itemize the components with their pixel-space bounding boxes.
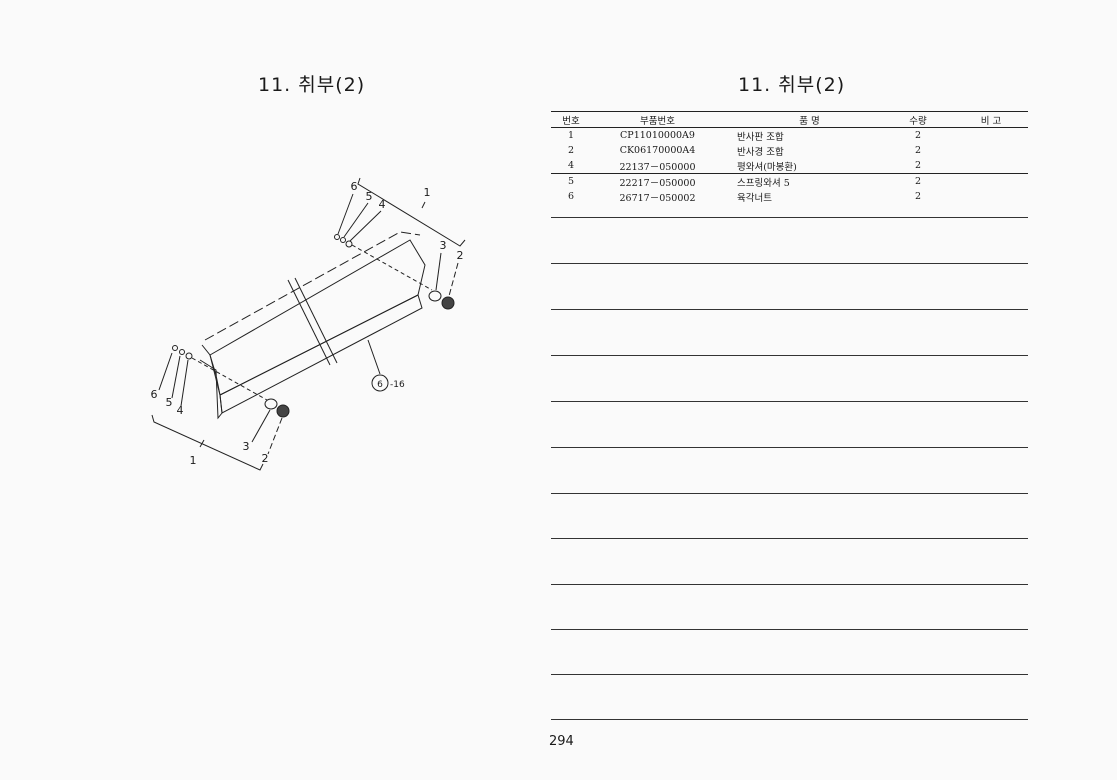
row-note bbox=[954, 173, 1028, 189]
row-no: 1 bbox=[567, 130, 575, 141]
reflector-lens-bottom bbox=[264, 398, 278, 410]
ruled-line bbox=[551, 719, 1028, 720]
table-header-row: 번호 부품번호 품 명 수량 비 고 bbox=[551, 111, 1028, 128]
left-page-title: 11. 취부(2) bbox=[258, 74, 366, 96]
spring-washer-bottom bbox=[179, 349, 185, 355]
ruled-line bbox=[551, 493, 1028, 494]
row-qty: 2 bbox=[914, 191, 922, 202]
ruled-line bbox=[551, 674, 1028, 675]
row-name: 평와셔(마봉환) bbox=[737, 161, 797, 173]
ref-circle-label: 6 bbox=[377, 380, 383, 390]
reflector-left-end bbox=[199, 344, 223, 420]
parts-list: 번호 부품번호 품 명 수량 비 고 1 CP11010000A9 반사판 조합… bbox=[551, 111, 1028, 204]
label-top-1: 1 bbox=[424, 186, 431, 199]
table-row: 1 CP11010000A9 반사판 조합 2 bbox=[551, 128, 1028, 144]
row-no: 5 bbox=[551, 173, 591, 189]
bolt-cap-bottom bbox=[276, 404, 290, 418]
row-name: 스프링와셔 5 bbox=[724, 173, 882, 189]
label-bottom-2: 2 bbox=[262, 452, 269, 465]
ruled-line bbox=[551, 629, 1028, 630]
header-note: 비 고 bbox=[954, 111, 1028, 128]
ruled-line bbox=[551, 355, 1028, 356]
label-top-3: 3 bbox=[440, 239, 447, 252]
page-number: 294 bbox=[549, 734, 574, 749]
header-qty: 수량 bbox=[882, 111, 954, 128]
row-qty: 2 bbox=[914, 145, 922, 156]
row-note bbox=[954, 189, 1028, 204]
table-row: 2 CK06170000A4 반사경 조합 2 bbox=[551, 143, 1028, 158]
flat-washer-top bbox=[345, 240, 353, 248]
label-top-2: 2 bbox=[457, 249, 464, 262]
ruled-line bbox=[551, 263, 1028, 264]
label-bottom-5: 5 bbox=[166, 396, 173, 409]
reflector-top-ridge bbox=[209, 239, 426, 396]
label-top-5: 5 bbox=[366, 190, 373, 203]
row-note bbox=[954, 158, 1028, 174]
nut-top bbox=[334, 234, 340, 240]
row-note bbox=[954, 143, 1028, 158]
parts-exploded-diagram: 6 5 4 1 3 2 6 5 4 1 3 2 6 -16 bbox=[151, 177, 466, 471]
row-note bbox=[954, 128, 1028, 144]
ref-circle bbox=[371, 374, 389, 392]
reflector-lens-top bbox=[428, 290, 442, 302]
ruled-line bbox=[551, 584, 1028, 585]
label-top-6: 6 bbox=[351, 180, 358, 193]
row-qty: 2 bbox=[914, 160, 922, 171]
parts-table: 번호 부품번호 품 명 수량 비 고 1 CP11010000A9 반사판 조합… bbox=[551, 111, 1028, 204]
break-mark-1 bbox=[287, 279, 331, 366]
table-row: 6 26717－050002 육각너트 2 bbox=[551, 189, 1028, 204]
header-part-number: 부품번호 bbox=[591, 111, 724, 128]
ref-page-label: -16 bbox=[390, 380, 405, 390]
row-part-number: 22137－050000 bbox=[619, 161, 696, 173]
reflector-front-face bbox=[219, 294, 423, 414]
label-bottom-3: 3 bbox=[243, 440, 250, 453]
row-no: 6 bbox=[567, 191, 575, 202]
label-bottom-6: 6 bbox=[151, 388, 158, 401]
ruled-line bbox=[551, 447, 1028, 448]
table-row: 4 22137－050000 평와셔(마봉환) 2 bbox=[551, 158, 1028, 174]
row-name: 반사판 조합 bbox=[737, 131, 784, 143]
bolt-cap-top bbox=[441, 296, 455, 310]
row-name: 반사경 조합 bbox=[737, 146, 784, 158]
row-part-number: 26717－050002 bbox=[619, 192, 696, 204]
row-name: 육각너트 bbox=[737, 192, 772, 204]
row-part-number: CP11010000A9 bbox=[620, 130, 695, 141]
row-no: 4 bbox=[567, 160, 575, 171]
reflector-back-edge bbox=[204, 231, 421, 341]
row-no: 2 bbox=[567, 145, 575, 156]
label-bottom-4: 4 bbox=[177, 404, 184, 417]
ruled-line bbox=[551, 401, 1028, 402]
ruled-line bbox=[551, 309, 1028, 310]
flat-washer-bottom bbox=[185, 352, 193, 360]
row-part-number: 22217－050000 bbox=[591, 173, 724, 189]
row-qty: 2 bbox=[914, 130, 922, 141]
spring-washer-top bbox=[340, 237, 346, 243]
right-page-title: 11. 취부(2) bbox=[738, 74, 846, 96]
label-top-4: 4 bbox=[379, 198, 386, 211]
nut-bottom bbox=[172, 345, 178, 351]
ruled-line bbox=[551, 217, 1028, 218]
ruled-line bbox=[551, 538, 1028, 539]
row-qty: 2 bbox=[882, 173, 954, 189]
label-bottom-1: 1 bbox=[190, 454, 197, 467]
header-no: 번호 bbox=[551, 111, 591, 128]
table-row: 5 22217－050000 스프링와셔 5 2 bbox=[551, 173, 1028, 189]
break-mark-2 bbox=[294, 277, 338, 364]
header-name: 품 명 bbox=[724, 111, 882, 128]
row-part-number: CK06170000A4 bbox=[619, 145, 696, 156]
